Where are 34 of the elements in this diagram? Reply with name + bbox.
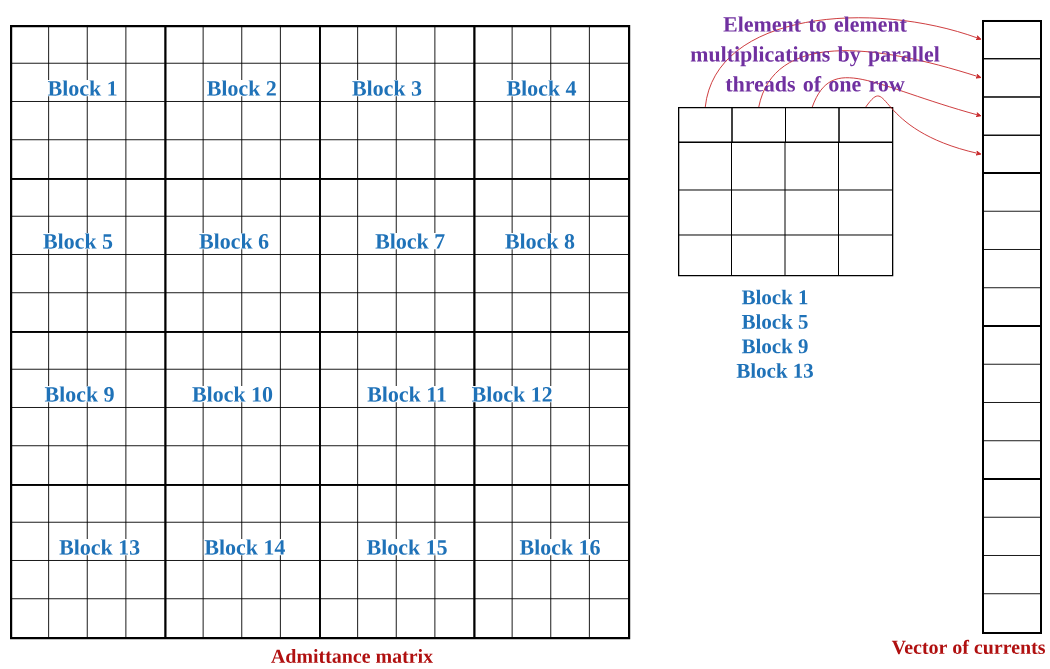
block-label: Block 16 (519, 538, 601, 556)
block-label: Block 5 (42, 232, 114, 250)
block-label: Block 7 (374, 232, 446, 250)
arrow (865, 95, 982, 156)
block-label: Block 15 (366, 538, 449, 556)
node-label: Admittance matrix (271, 649, 433, 663)
grid-cell (838, 107, 893, 143)
block-label: Block 1 (741, 289, 808, 305)
block-label: Block 6 (198, 232, 270, 250)
block-label: Block 9 (44, 385, 116, 403)
block-label: Block 4 (505, 79, 577, 97)
block-label: Block 9 (741, 338, 808, 354)
arrow (811, 77, 982, 117)
vector-cell (982, 96, 1041, 136)
block-label: Block 11 (366, 385, 448, 403)
block-label: Block 2 (206, 79, 278, 97)
vector-cell (982, 20, 1041, 60)
block-label: Block 5 (741, 314, 808, 329)
grid-cell (731, 107, 786, 143)
block-label: Block 14 (203, 538, 286, 556)
arrow (758, 50, 982, 108)
node-label: Vector of currents (891, 639, 1045, 655)
block-label: Block 13 (736, 363, 813, 378)
block-label: Block 3 (351, 79, 423, 97)
arrow (704, 17, 982, 108)
block-label: Block 12 (471, 385, 554, 403)
grid-cell (785, 107, 840, 143)
grid-cell (678, 107, 733, 143)
block-label: Block 8 (504, 232, 576, 250)
block-label: Block 10 (191, 385, 274, 403)
block-label: Block 13 (58, 538, 141, 556)
block-label: Block 1 (47, 79, 119, 97)
vector-cell (982, 134, 1041, 174)
vector-cell (982, 58, 1041, 98)
